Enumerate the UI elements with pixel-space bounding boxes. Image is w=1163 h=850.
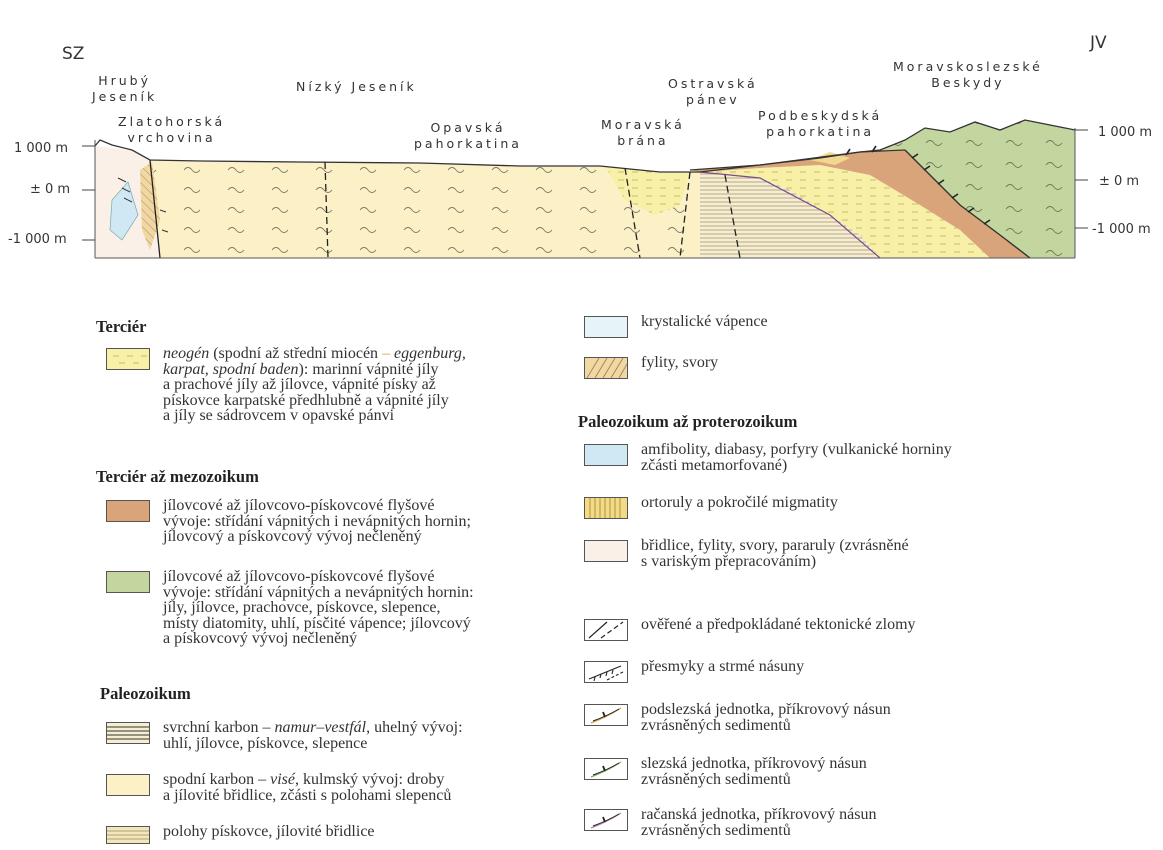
legend-swatch-piskovce [106,826,150,844]
legend-text-amfibolity: amfibolity, diabasy, porfyry (vulkanické… [641,442,952,473]
legend-swatch-fylity [584,357,628,379]
legend-spodni-italic: visé [270,771,295,788]
legend-text-flys-brown: jílovcové až jílovcovo-pískovcové flyšov… [163,498,471,545]
legend-swatch-podslezska [584,704,628,726]
legend-swatch-slezska [584,758,628,780]
legend-neogen-term: neogén [163,345,209,362]
legend-svrchni-l2: uhlí, jílovce, pískovce, slepence [163,736,463,752]
legend-text-zlomy: ověřené a předpokládané tektonické zlomy [641,617,916,633]
legend-swatch-zlomy [584,619,628,641]
legend-swatch-flys-green [106,571,150,593]
legend-text-neogen: neogén (spodní až střední miocén – eggen… [163,346,466,424]
legend-neogen-l2: ): marinní vápnité jíly [299,361,439,378]
legend-heading-paleozoikum: Paleozoikum [100,684,191,704]
legend-swatch-svrchni-karbon [106,722,150,744]
legend-neogen-dash: – [382,345,394,362]
legend-text-bridlice: břidlice, fylity, svory, pararuly (zvrás… [641,538,909,569]
legend-svrchni-pre: svrchní karbon – [163,719,275,736]
legend-text-piskovce: polohy pískovce, jílovité břidlice [163,824,375,840]
legend-heading-tercier: Terciér [96,317,146,337]
legend-text-podslezska: podslezská jednotka, příkrovový násun zv… [641,702,891,733]
legend-swatch-presmyky [584,661,628,683]
legend-text-racanska: račanská jednotka, příkrovový násun zvrá… [641,807,876,838]
legend-text-fylity: fylity, svory [641,355,718,371]
legend-heading-tercier-mezozoikum: Terciér až mezozoikum [96,467,259,487]
legend-swatch-bridlice [584,540,628,562]
legend-swatch-amfibolity [584,444,628,466]
legend-swatch-neogen [106,348,150,370]
legend-text-presmyky: přesmyky a strmé násuny [641,659,804,675]
legend-text-spodni-karbon: spodní karbon – visé, kulmský vývoj: dro… [163,772,451,803]
geological-cross-section [0,0,1163,300]
legend-neogen-karpat: karpat, spodní baden [163,361,299,378]
legend-spodni-post: , kulmský vývoj: droby [295,771,444,788]
legend-swatch-flys-brown [106,500,150,522]
legend-svrchni-italic: namur–vestfál [275,719,367,736]
legend-spodni-pre: spodní karbon – [163,771,270,788]
legend-swatch-racanska [584,809,628,831]
legend-neogen-eggenburg: eggenburg, [394,345,466,362]
legend-text-flys-green: jílovcové až jílovcovo-pískovcové flyšov… [163,569,474,647]
legend-neogen-l3: a prachové jíly až jílovce, vápnité písk… [163,377,466,393]
legend-swatch-ortoruly [584,497,628,519]
legend-text-slezska: slezská jednotka, příkrovový násun zvrás… [641,756,867,787]
legend-swatch-spodni-karbon [106,774,150,796]
legend-text-svrchni-karbon: svrchní karbon – namur–vestfál, uhelný v… [163,720,463,751]
legend-text-krystal: krystalické vápence [641,314,768,330]
legend-swatch-krystal [584,316,628,338]
legend-text-ortoruly: ortoruly a pokročilé migmatity [641,495,838,511]
legend-neogen-l4: pískovce karpatské předhlubně a vápnité … [163,393,466,409]
legend-heading-paleo-protero: Paleozoikum až proterozoikum [578,412,797,432]
legend-neogen-l1a: (spodní až střední miocén [209,345,382,362]
legend-neogen-l5: a jíly se sádrovcem v opavské pánvi [163,408,466,424]
legend-spodni-l2: a jílovité břidlice, zčásti s polohami s… [163,788,451,804]
legend-svrchni-post: , uhelný vývoj: [366,719,462,736]
